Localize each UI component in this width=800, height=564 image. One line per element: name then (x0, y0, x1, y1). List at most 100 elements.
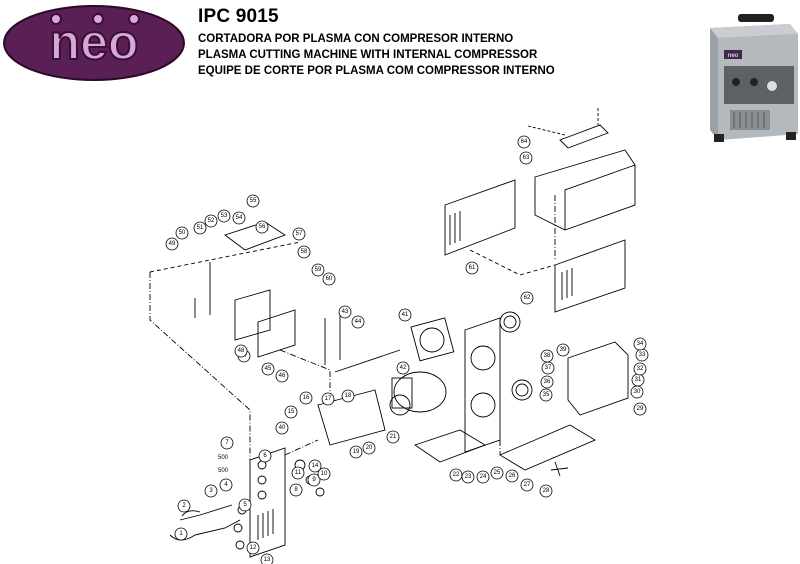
callout-label: 50 (179, 230, 186, 236)
callout-11: 11 (291, 466, 305, 480)
callout-label: 62 (524, 295, 531, 301)
callout-36: 36 (540, 375, 554, 389)
callout-40: 40 (275, 421, 289, 435)
heatsink-left (234, 289, 271, 341)
callout-label: 1 (179, 531, 183, 537)
callout-label: 44 (355, 319, 362, 325)
logo-ellipse (3, 5, 185, 81)
subtitle-pt: EQUIPE DE CORTE POR PLASMA COM COMPRESSO… (198, 65, 555, 77)
callout-4: 4 (219, 478, 233, 492)
callout-53: 53 (217, 209, 231, 223)
callout-8: 8 (289, 483, 303, 497)
callout-label: 24 (480, 474, 487, 480)
callout-21: 21 (386, 430, 400, 444)
compressor (393, 371, 447, 413)
callout-label: 37 (545, 365, 552, 371)
callout-label: 57 (296, 231, 303, 237)
callout-5: 5 (238, 498, 252, 512)
callout-label: 4 (224, 482, 228, 488)
callout-19: 19 (349, 445, 363, 459)
callout-label: 19 (353, 449, 360, 455)
header: IPC 9015 CORTADORA POR PLASMA CON COMPRE… (198, 6, 668, 79)
side-panel-right (554, 239, 626, 313)
callout-label: 61 (469, 265, 476, 271)
callout-61: 61 (465, 261, 479, 275)
callout-54: 54 (232, 211, 246, 225)
callout-13: 13 (260, 553, 274, 564)
callout-41: 41 (398, 308, 412, 322)
callout-16: 16 (299, 391, 313, 405)
callout-label: 5 (243, 502, 247, 508)
handle (559, 124, 609, 149)
torch-cable (194, 519, 241, 536)
callout-50: 50 (175, 226, 189, 240)
callout-42: 42 (396, 361, 410, 375)
callout-label: 34 (637, 341, 644, 347)
callout-label: 2 (182, 503, 186, 509)
callout-label: 30 (634, 389, 641, 395)
callout-9: 9 (307, 473, 321, 487)
product-photo: neo (710, 14, 798, 142)
callout-10: 10 (317, 467, 331, 481)
photo-badge (724, 50, 742, 59)
callout-17: 17 (321, 392, 335, 406)
callout-29: 29 (633, 402, 647, 416)
callout-label: 36 (544, 379, 551, 385)
callout-56: 56 (255, 220, 269, 234)
callout-18: 18 (341, 389, 355, 403)
callout-38: 38 (540, 349, 554, 363)
note-500-a: 500 (218, 455, 229, 461)
callout-label: 46 (279, 373, 286, 379)
callout-28: 28 (539, 484, 553, 498)
callout-label: 12 (250, 545, 257, 551)
callout-label: 55 (250, 198, 257, 204)
callout-label: 49 (169, 241, 176, 247)
callout-label: 18 (345, 393, 352, 399)
callout-46: 46 (275, 369, 289, 383)
callout-label: 43 (342, 309, 349, 315)
callout-31: 31 (631, 373, 645, 387)
callout-39: 39 (556, 343, 570, 357)
callout-20: 20 (362, 441, 376, 455)
callout-label: 31 (635, 377, 642, 383)
callout-51: 51 (193, 221, 207, 235)
callout-label: 42 (400, 365, 407, 371)
callout-27: 27 (520, 478, 534, 492)
callout-3: 3 (204, 484, 218, 498)
callout-label: 9 (312, 477, 316, 483)
callout-label: 32 (637, 366, 644, 372)
callout-58: 58 (297, 245, 311, 259)
callout-label: 26 (509, 473, 516, 479)
callout-26: 26 (505, 469, 519, 483)
callout-label: 48 (238, 348, 245, 354)
callout-label: 40 (279, 425, 286, 431)
callout-label: 16 (303, 395, 310, 401)
callout-label: 10 (321, 471, 328, 477)
callout-label: 60 (326, 276, 333, 282)
callout-45: 45 (261, 362, 275, 376)
callout-2: 2 (177, 499, 191, 513)
callout-label: 29 (637, 406, 644, 412)
heatsink-center (317, 389, 386, 446)
callout-label: 39 (560, 347, 567, 353)
callout-label: 53 (221, 213, 228, 219)
callout-label: 20 (366, 445, 373, 451)
callout-34: 34 (633, 337, 647, 351)
callout-label: 58 (301, 249, 308, 255)
callout-44: 44 (351, 315, 365, 329)
callout-62: 62 (520, 291, 534, 305)
callout-label: 35 (543, 392, 550, 398)
callout-37: 37 (541, 361, 555, 375)
callout-label: 28 (543, 488, 550, 494)
base-plate (499, 424, 596, 471)
callout-14: 14 (308, 459, 322, 473)
callout-32: 32 (633, 362, 647, 376)
callout-label: 38 (544, 353, 551, 359)
callout-label: 14 (312, 463, 319, 469)
callout-33: 33 (635, 348, 649, 362)
top-cover (534, 149, 636, 231)
callout-label: 64 (521, 139, 528, 145)
callout-48: 48 (234, 344, 248, 358)
callout-35: 35 (539, 388, 553, 402)
